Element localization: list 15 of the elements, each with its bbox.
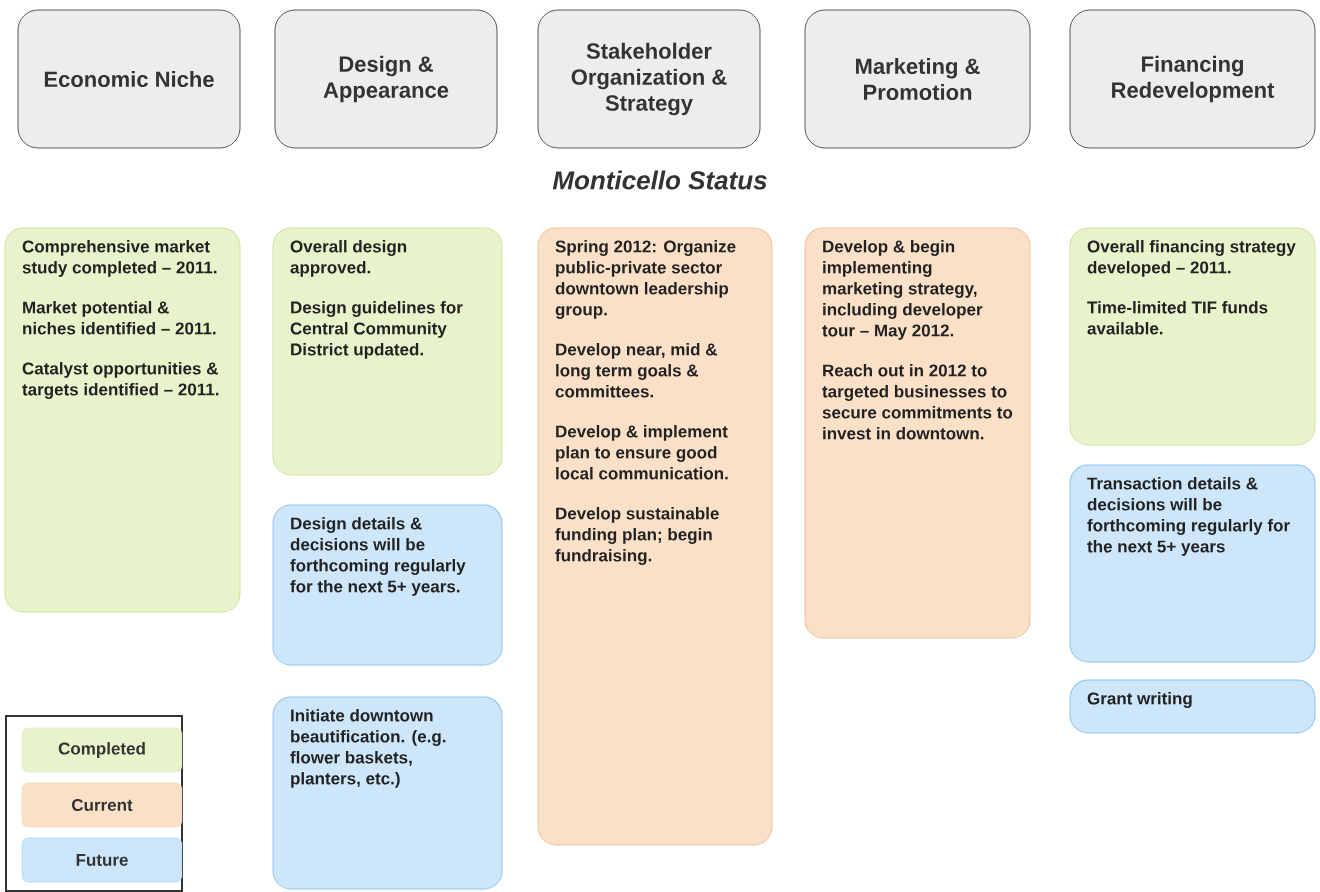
status-box: Overall design approved. Design guidelines for Central Community District updated.: [272, 227, 503, 476]
category-box: Financing Redevelopment: [1069, 9, 1316, 149]
status-box: Initiate downtown beautification. (e.g. flower baskets, planters, etc.): [272, 696, 503, 890]
status-box: Spring 2012: Organize public-private sector downtown leadership group. Develop near, mid & long term goals & committees. Develop & implement plan to ensure good local communication. Develop sustainable funding plan; begin fundraising.: [537, 227, 773, 846]
status-box: Overall financing strategy developed – 2011. Time-limited TIF funds available.: [1069, 227, 1316, 446]
status-box: Comprehensive market study completed – 2011. Market potential & niches identified – 2011. Catalyst opportunities & targets identified – 2011.: [4, 227, 241, 613]
status-box: Grant writing: [1069, 679, 1316, 734]
status-box: Develop & begin implementing marketing strategy, including developer tour – May 2012. Reach out in 2012 to targeted businesses to secure commitments to invest in downtown.: [804, 227, 1031, 639]
status-box: Design details & decisions will be forthcoming regularly for the next 5+ years.: [272, 504, 503, 666]
title: Monticello Status: [552, 170, 767, 190]
category-box: Stakeholder Organization & Strategy: [537, 9, 761, 149]
category-box: Economic Niche: [17, 9, 241, 149]
category-box: Marketing & Promotion: [804, 9, 1031, 149]
status-box: Transaction details & decisions will be forthcoming regularly for the next 5+ years: [1069, 464, 1316, 663]
category-box: Design & Appearance: [274, 9, 498, 149]
